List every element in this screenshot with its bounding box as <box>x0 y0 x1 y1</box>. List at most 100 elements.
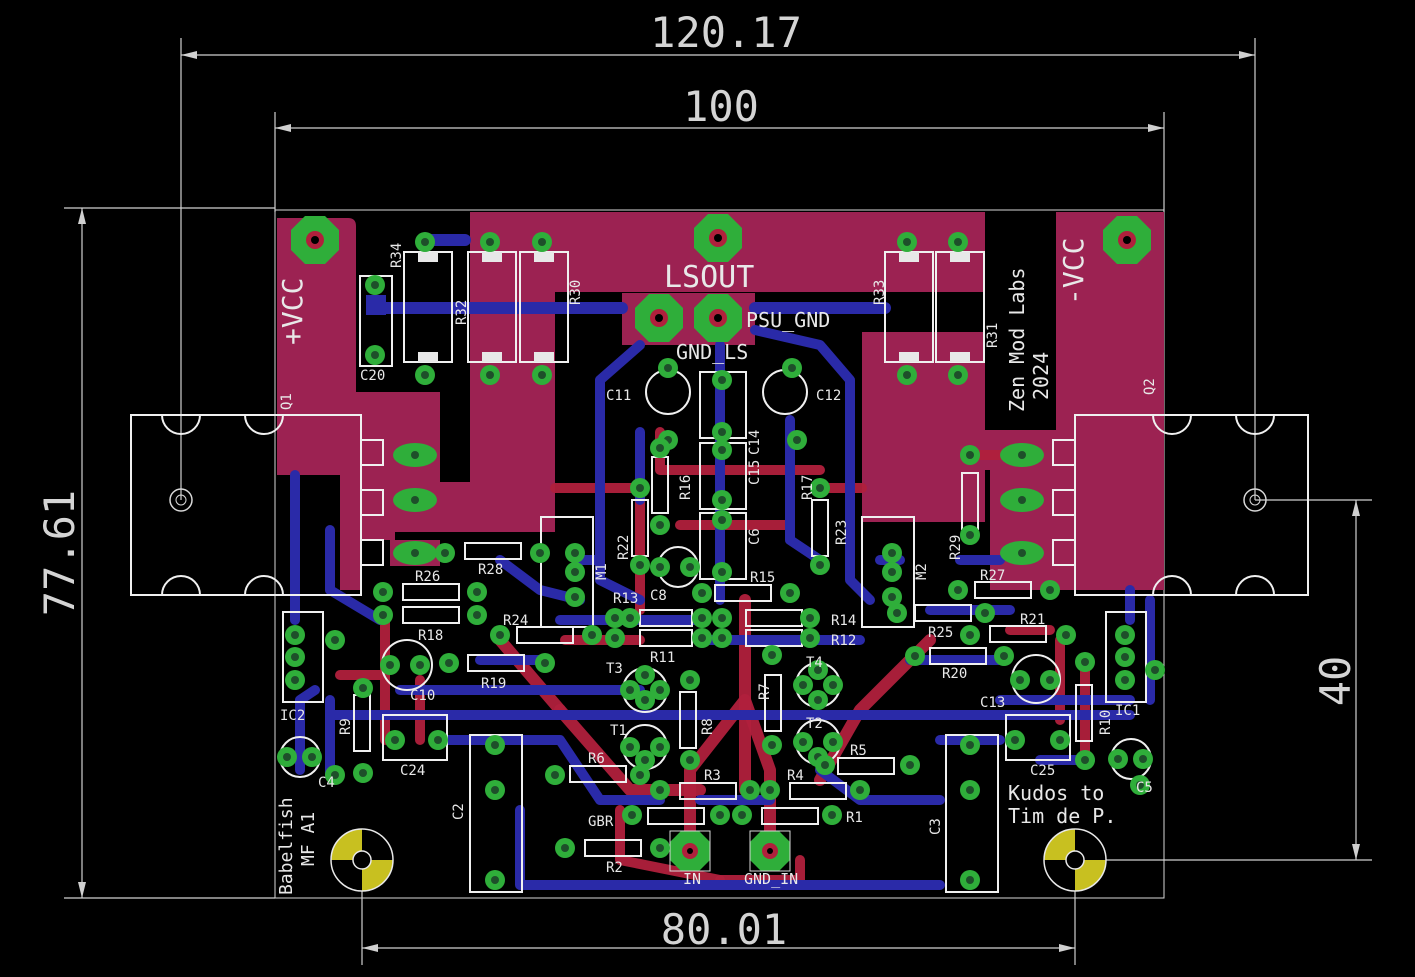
refdes-ic2: IC2 <box>280 708 305 724</box>
pad <box>793 675 813 695</box>
pad <box>692 628 712 648</box>
refdes-r16: R16 <box>678 475 694 500</box>
transistor-q2-outline <box>1052 414 1309 596</box>
pad <box>467 582 487 602</box>
refdes-c15: C15 <box>747 460 763 485</box>
pad <box>439 653 459 673</box>
pad <box>1130 775 1150 795</box>
refdes-t1: T1 <box>610 723 627 739</box>
refdes-c12: C12 <box>816 388 841 404</box>
pad <box>353 678 373 698</box>
pad <box>582 625 602 645</box>
refdes-r9: R9 <box>338 718 354 735</box>
pad <box>1040 670 1060 690</box>
refdes-r19: R19 <box>481 676 506 692</box>
pad <box>630 478 650 498</box>
pad <box>532 232 552 252</box>
pad <box>712 422 732 442</box>
through-hole-pads <box>277 232 1165 890</box>
pad <box>882 587 902 607</box>
pad <box>605 628 625 648</box>
refdes-c24: C24 <box>400 763 425 779</box>
label-credit-line2: Tim de P. <box>1008 804 1116 828</box>
pad <box>650 838 670 858</box>
pad <box>485 780 505 800</box>
pad <box>467 605 487 625</box>
pad <box>622 805 642 825</box>
pad <box>712 490 732 510</box>
pad <box>712 628 732 648</box>
refdes-c3: C3 <box>928 818 944 835</box>
refdes-r1: R1 <box>846 810 863 826</box>
pad <box>1075 750 1095 770</box>
pad <box>787 430 807 450</box>
pad <box>948 580 968 600</box>
pad <box>480 365 500 385</box>
label-lsout: LSOUT <box>664 260 754 295</box>
refdes-t4: T4 <box>806 655 823 671</box>
pad <box>1145 660 1165 680</box>
refdes-r32: R32 <box>454 300 470 325</box>
pad <box>435 543 455 563</box>
pad <box>850 780 870 800</box>
refdes-r6: R6 <box>588 751 605 767</box>
pad <box>712 370 732 390</box>
pad <box>1005 730 1025 750</box>
pad <box>373 605 393 625</box>
refdes-c25: C25 <box>1030 763 1055 779</box>
pad <box>565 543 585 563</box>
pad <box>808 660 828 680</box>
pad <box>960 445 980 465</box>
pad <box>532 365 552 385</box>
refdes-q2: Q2 <box>1142 378 1158 395</box>
refdes-r23: R23 <box>834 520 850 545</box>
label-psu-gnd: PSU_GND <box>746 308 830 332</box>
refdes-r17: R17 <box>800 475 816 500</box>
refdes-r29: R29 <box>948 535 964 560</box>
pad <box>760 780 780 800</box>
pad <box>635 690 655 710</box>
pad <box>535 653 555 673</box>
pad <box>565 587 585 607</box>
pad <box>810 555 830 575</box>
refdes-r2: R2 <box>606 860 623 876</box>
label-project-line2: MF A1 <box>298 812 319 866</box>
label-gnd-in: GND_IN <box>744 870 798 888</box>
pad <box>800 608 820 628</box>
refdes-r21: R21 <box>1020 612 1045 628</box>
refdes-c14: C14 <box>747 430 763 455</box>
refdes-r34: R34 <box>389 243 405 268</box>
pad <box>325 765 345 785</box>
pad <box>732 805 752 825</box>
mount-hole-left <box>330 828 394 892</box>
pad <box>480 232 500 252</box>
pad <box>380 655 400 675</box>
pad <box>800 628 820 648</box>
pad <box>565 562 585 582</box>
dim-board-width: 100 <box>683 82 759 131</box>
pad <box>900 755 920 775</box>
pad <box>780 583 800 603</box>
pad <box>410 655 430 675</box>
pad <box>277 747 297 767</box>
pad <box>897 365 917 385</box>
pad <box>635 665 655 685</box>
refdes-c2: C2 <box>451 803 467 820</box>
refdes-r22: R22 <box>616 535 632 560</box>
refdes-c11: C11 <box>606 388 631 404</box>
refdes-r3: R3 <box>704 768 721 784</box>
refdes-ic1: IC1 <box>1115 703 1140 719</box>
label-project-line1: Babelfish <box>276 797 297 895</box>
refdes-t2: T2 <box>806 716 823 732</box>
pad <box>822 805 842 825</box>
refdes-r18: R18 <box>418 628 443 644</box>
refdes-r10: R10 <box>1098 710 1114 735</box>
pad <box>302 747 322 767</box>
pad <box>658 358 678 378</box>
refdes-r15: R15 <box>750 570 775 586</box>
pad <box>530 543 550 563</box>
pad <box>762 735 782 755</box>
pad <box>485 870 505 890</box>
pad <box>1010 670 1030 690</box>
